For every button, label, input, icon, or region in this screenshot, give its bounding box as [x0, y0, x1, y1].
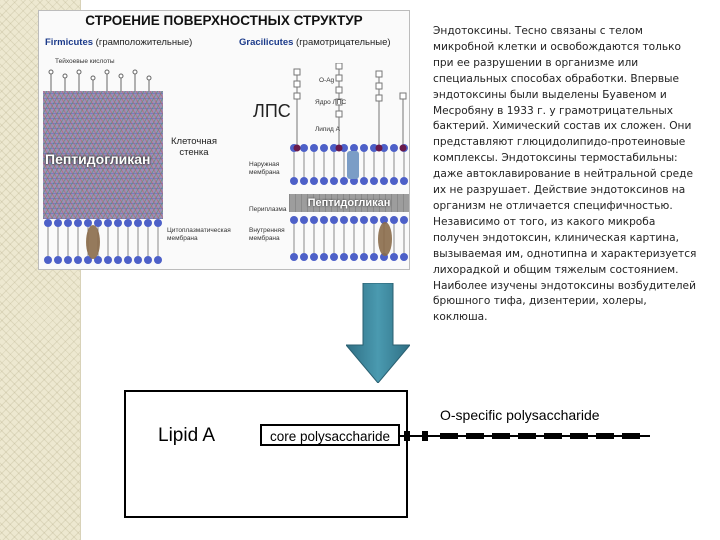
lps-chains — [293, 63, 407, 149]
lipid-a-label: Lipid A — [158, 425, 216, 446]
lps-label: ЛПС — [253, 101, 291, 121]
firmicutes-label: Firmicutes — [45, 37, 94, 48]
o-ag-label: O-Ag — [319, 77, 335, 84]
diagram-title: СТРОЕНИЕ ПОВЕРХНОСТНЫХ СТРУКТУР — [85, 13, 363, 28]
left-column-header: Firmicutes (грамположительные) — [45, 37, 192, 48]
outer-membrane — [290, 144, 408, 185]
gracilicutes-label: Gracilicutes — [239, 37, 294, 48]
gram-positive-label: (грамположительные) — [93, 37, 193, 48]
lipid-a-small-label: Липид А — [315, 126, 340, 133]
left-bar-divider — [80, 0, 81, 540]
inner-membrane — [290, 216, 408, 261]
peptidoglycan-layer-left — [43, 91, 163, 219]
periplasm-label: Периплазма — [249, 206, 287, 213]
lps-core-label: Ядро ЛПС — [315, 99, 347, 106]
o-specific-polysaccharide-label: O-specific polysaccharide — [440, 407, 600, 423]
endotoxin-description: Эндотоксины. Тесно связаны с телом микро… — [433, 25, 697, 324]
down-arrow-icon — [346, 283, 410, 383]
outer-membrane-label: Наружная мембрана — [249, 161, 280, 176]
cell-wall-label: Клеточная стенка — [171, 136, 217, 158]
cytoplasmic-membrane-label: Цитоплазматическая мембрана — [167, 227, 231, 242]
cell-envelope-diagram: СТРОЕНИЕ ПОВЕРХНОСТНЫХ СТРУКТУР Firmicut… — [38, 10, 410, 270]
inner-membrane-label: Внутренняя мембрана — [249, 227, 285, 242]
teichoic-acids-label: Тейхоевые кислоты — [55, 58, 115, 65]
o-chain-dashes — [400, 431, 650, 441]
right-column-header: Gracilicutes (грамотрицательные) — [239, 37, 391, 48]
gram-negative-label: (грамотрицательные) — [293, 37, 391, 48]
peptidoglycan-label-left: Пептидогликан — [45, 151, 151, 167]
lps-scheme-frame — [124, 390, 408, 518]
peptidoglycan-layer-right: Пептидогликан — [289, 194, 409, 212]
teichoic-acids-spikes — [48, 69, 152, 93]
core-polysaccharide-box: core polysaccharide — [260, 424, 400, 446]
cytoplasmic-membrane-left — [44, 219, 162, 264]
